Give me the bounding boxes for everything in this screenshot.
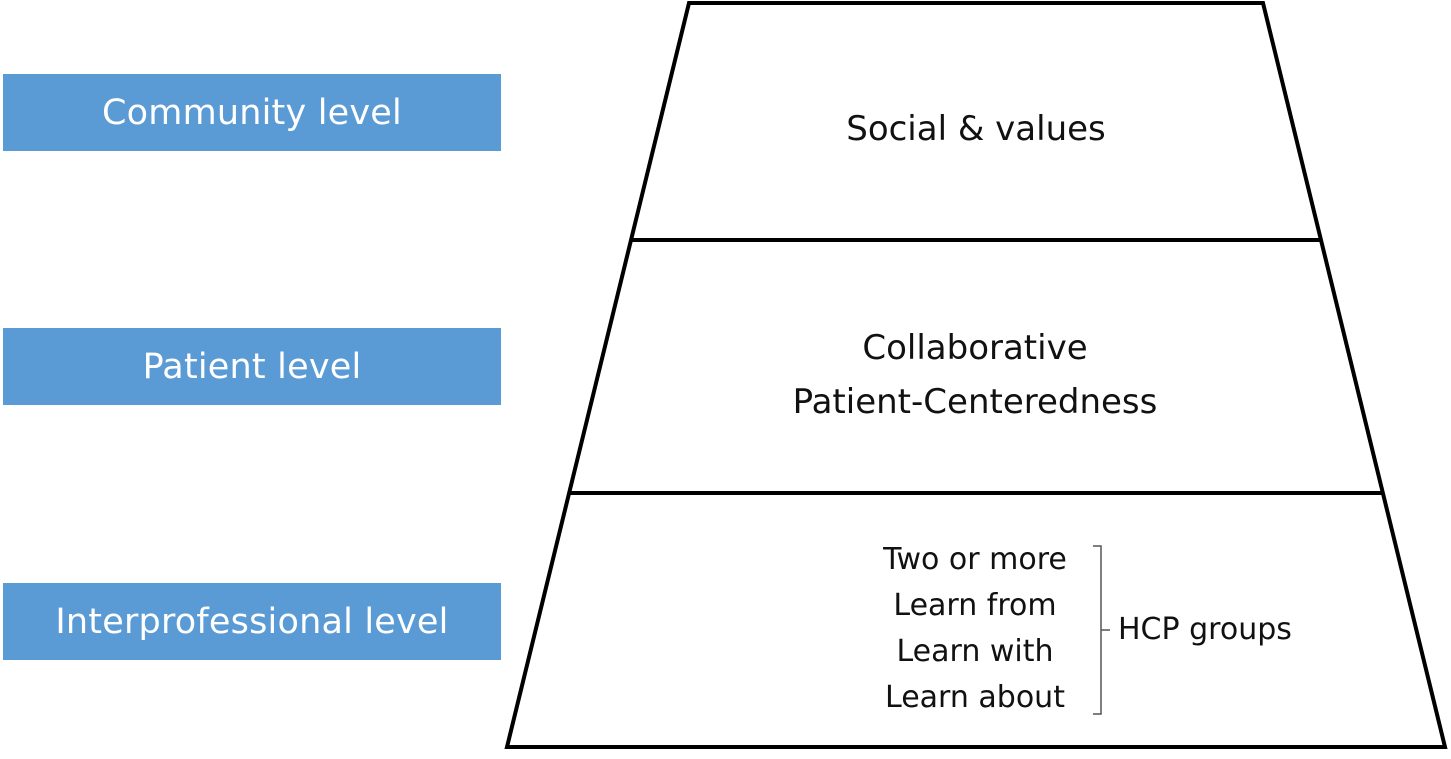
- patient-level-label: Patient level: [3, 328, 501, 405]
- tier-middle-line-2: Patient-Centeredness: [792, 382, 1158, 422]
- tier-middle-line-1: Collaborative: [862, 328, 1088, 368]
- interprofessional-level-label: Interprofessional level: [3, 583, 501, 660]
- patient-level-text: Patient level: [142, 346, 362, 387]
- tier-bottom-line-4: Learn about: [885, 680, 1065, 715]
- tier-top-text: Social & values: [846, 109, 1106, 149]
- tier-bottom-line-3: Learn with: [896, 634, 1054, 669]
- community-level-label: Community level: [3, 74, 501, 151]
- hcp-groups-label: HCP groups: [1118, 607, 1318, 653]
- tier-bottom-line-1: Two or more: [883, 542, 1067, 577]
- interprofessional-level-text: Interprofessional level: [55, 601, 449, 642]
- tier-middle: Collaborative Patient-Centeredness: [640, 321, 1310, 429]
- pyramid-outline: [504, 1, 1448, 749]
- tier-bottom-list: Two or more Learn from Learn with Learn …: [835, 537, 1115, 721]
- tier-top: Social & values: [700, 102, 1252, 156]
- tier-bottom-line-2: Learn from: [893, 588, 1057, 623]
- community-level-text: Community level: [102, 92, 402, 133]
- hcp-groups-text: HCP groups: [1118, 612, 1292, 647]
- hcp-bracket: [1093, 545, 1110, 715]
